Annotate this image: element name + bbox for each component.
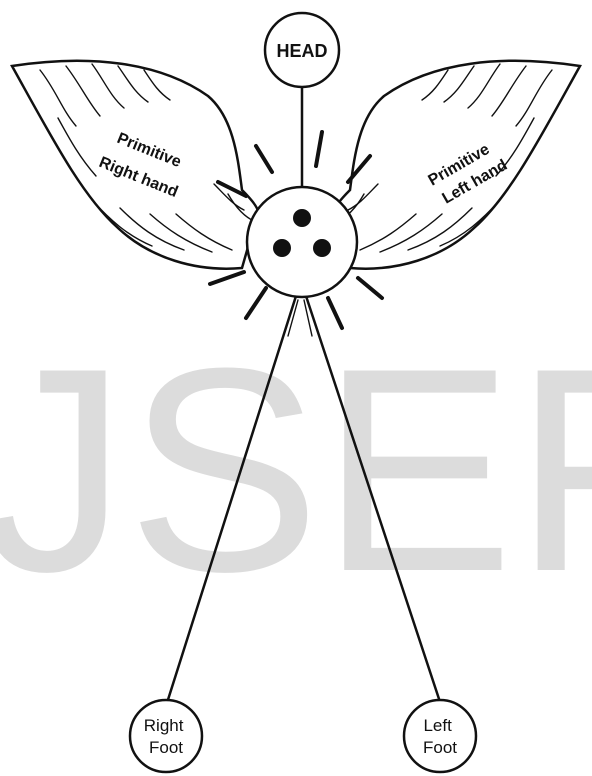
right-foot-circle bbox=[130, 700, 202, 772]
right-foot-label-line1: Right bbox=[144, 716, 184, 735]
center-dot-left bbox=[273, 239, 291, 257]
center-dot-right bbox=[313, 239, 331, 257]
right-hand-wing: Primitive Right hand bbox=[12, 61, 258, 269]
right-foot-node: Right Foot bbox=[130, 700, 202, 772]
left-foot-label-line2: Foot bbox=[423, 738, 457, 757]
right-foot-label-line2: Foot bbox=[149, 738, 183, 757]
watermark-text: JSEF bbox=[0, 308, 592, 632]
left-foot-node: Left Foot bbox=[404, 700, 476, 772]
left-hand-wing: Primitive Left hand bbox=[334, 61, 580, 269]
head-label: HEAD bbox=[276, 41, 327, 61]
center-dot-top bbox=[293, 209, 311, 227]
center-circle bbox=[247, 187, 357, 297]
left-foot-circle bbox=[404, 700, 476, 772]
head-node: HEAD bbox=[265, 13, 339, 87]
center-node bbox=[247, 187, 357, 297]
left-foot-label-line1: Left bbox=[423, 716, 452, 735]
